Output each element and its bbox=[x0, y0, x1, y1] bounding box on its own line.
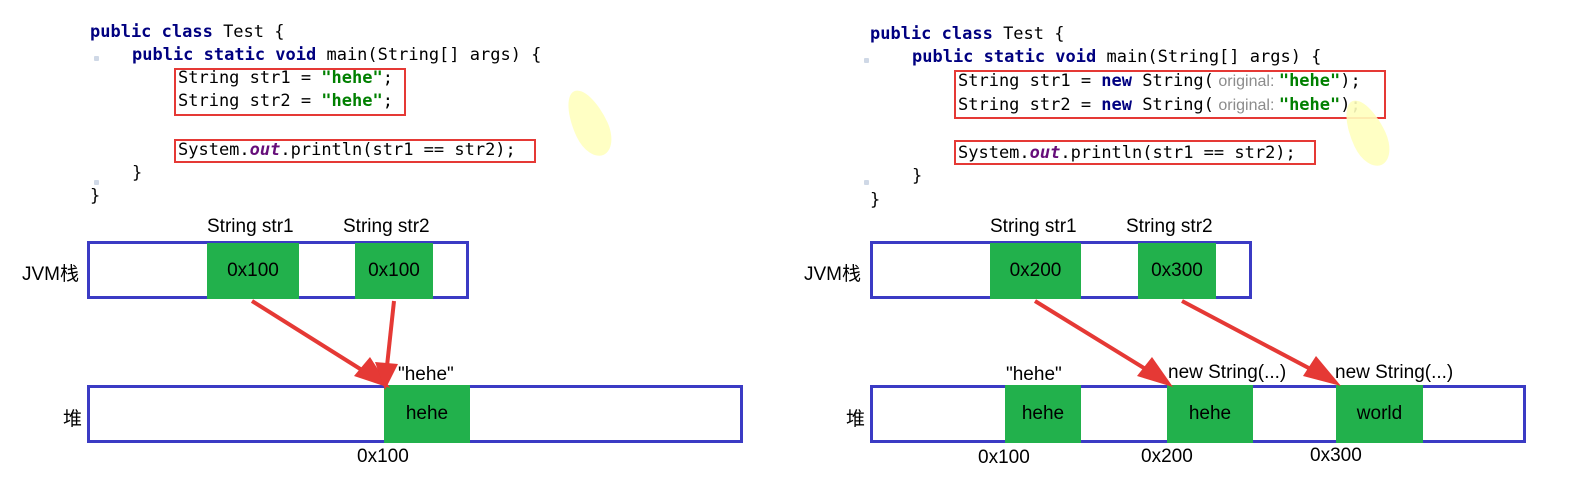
keyword-new: new bbox=[1101, 71, 1133, 91]
heap-object-label: "hehe" bbox=[398, 364, 454, 385]
string-literal: "hehe" bbox=[1278, 95, 1341, 115]
code-line-close-class: } bbox=[870, 190, 881, 210]
keyword: public static void bbox=[132, 45, 317, 65]
keyword: public class bbox=[870, 24, 993, 44]
heap-label: 堆 bbox=[846, 409, 866, 430]
code-text: ); bbox=[1340, 71, 1361, 91]
highlight-declarations bbox=[174, 68, 406, 116]
code-line-main: public static void main(String[] args) { bbox=[912, 46, 1321, 69]
keyword: public static void bbox=[912, 47, 1097, 67]
heap-cell-world: world bbox=[1336, 385, 1423, 443]
heap-object2-label: new String(...) bbox=[1168, 362, 1287, 383]
heap-cell-new-hehe: hehe bbox=[1167, 385, 1253, 443]
var2-name-label: String str2 bbox=[343, 216, 430, 237]
keyword: public class bbox=[90, 22, 213, 42]
code-text: System. bbox=[178, 140, 250, 160]
code-text: String str1 = bbox=[178, 68, 322, 88]
code-line-str2: String str2 = "hehe"; bbox=[178, 90, 393, 113]
keyword-new: new bbox=[1101, 95, 1133, 115]
stack-cell-str1: 0x100 bbox=[207, 243, 299, 299]
code-text: String str2 = bbox=[178, 91, 322, 111]
code-text: .println(str1 == str2); bbox=[280, 140, 516, 160]
code-line-println: System.out.println(str1 == str2); bbox=[178, 139, 516, 162]
code-text: main(String[] args) { bbox=[1096, 47, 1322, 67]
arrow-str1-to-hehe bbox=[250, 299, 390, 388]
stack-cell-str1: 0x200 bbox=[990, 243, 1081, 299]
fold-marker bbox=[864, 58, 869, 63]
fold-marker bbox=[864, 180, 869, 185]
heap-cell-literal-hehe: hehe bbox=[1005, 385, 1081, 443]
fold-marker bbox=[94, 56, 99, 61]
code-line-str1: String str1 = new String( original: "heh… bbox=[958, 70, 1361, 93]
var1-name-label: String str1 bbox=[990, 216, 1077, 237]
heap-cell-hehe: hehe bbox=[384, 385, 470, 443]
heap-object3-label: new String(...) bbox=[1335, 362, 1454, 383]
parameter-hint: original: bbox=[1213, 97, 1279, 114]
string-literal: "hehe" bbox=[321, 68, 383, 88]
arrow-str1-to-new-hehe bbox=[1033, 299, 1173, 387]
fold-marker bbox=[94, 180, 99, 185]
code-line-close-method: } bbox=[132, 163, 143, 183]
string-literal: "hehe" bbox=[321, 91, 383, 111]
stack-cell-str2: 0x100 bbox=[355, 243, 433, 299]
code-line-main: public static void main(String[] args) { bbox=[132, 44, 541, 67]
arrow-str2-to-hehe bbox=[375, 300, 398, 390]
heap-address-label: 0x100 bbox=[357, 446, 409, 467]
static-field: out bbox=[249, 140, 281, 160]
string-literal: "hehe" bbox=[1278, 71, 1341, 91]
stack-cell-str2: 0x300 bbox=[1138, 243, 1216, 299]
highlight-println bbox=[954, 140, 1316, 165]
arrow-str2-to-world bbox=[1181, 299, 1341, 386]
code-text: ; bbox=[382, 68, 393, 88]
highlight-println bbox=[174, 139, 536, 163]
stack-label: JVM栈 bbox=[804, 264, 862, 285]
code-text: String str2 = bbox=[958, 95, 1102, 115]
code-text: .println(str1 == str2); bbox=[1060, 143, 1296, 163]
heap-object1-label: "hehe" bbox=[1006, 364, 1062, 385]
stack-label: JVM栈 bbox=[22, 264, 80, 285]
code-line-class: public class Test { bbox=[90, 21, 284, 44]
code-text: ; bbox=[382, 91, 393, 111]
heap-address1-label: 0x100 bbox=[978, 447, 1030, 468]
var2-name-label: String str2 bbox=[1126, 216, 1213, 237]
code-line-str1: String str1 = "hehe"; bbox=[178, 67, 393, 90]
var1-name-label: String str1 bbox=[207, 216, 294, 237]
static-field: out bbox=[1029, 143, 1061, 163]
heap-label: 堆 bbox=[63, 409, 83, 430]
code-block: public class Test { public static void m… bbox=[870, 23, 1361, 230]
code-text: main(String[] args) { bbox=[316, 45, 542, 65]
heap-address2-label: 0x200 bbox=[1141, 446, 1193, 467]
code-line-close-method: } bbox=[912, 166, 923, 186]
code-block: public class Test { public static void m… bbox=[90, 21, 541, 228]
code-line-println: System.out.println(str1 == str2); bbox=[958, 142, 1296, 165]
left-panel: public class Test { public static void m… bbox=[22, 21, 743, 467]
code-line-class: public class Test { bbox=[870, 23, 1064, 46]
reference-arrows bbox=[250, 299, 398, 390]
code-text: String str1 = bbox=[958, 71, 1102, 91]
parameter-hint: original: bbox=[1213, 73, 1279, 90]
code-line-close-class: } bbox=[90, 186, 101, 206]
heap-address3-label: 0x300 bbox=[1310, 445, 1362, 466]
right-panel: public class Test { public static void m… bbox=[780, 0, 1573, 498]
reference-arrows bbox=[1033, 299, 1341, 387]
code-text: Test { bbox=[212, 22, 285, 42]
code-text: String( bbox=[1132, 71, 1214, 91]
code-text: System. bbox=[958, 143, 1030, 163]
highlight-declarations bbox=[954, 70, 1386, 119]
code-text: String( bbox=[1132, 95, 1214, 115]
code-text: Test { bbox=[992, 24, 1065, 44]
